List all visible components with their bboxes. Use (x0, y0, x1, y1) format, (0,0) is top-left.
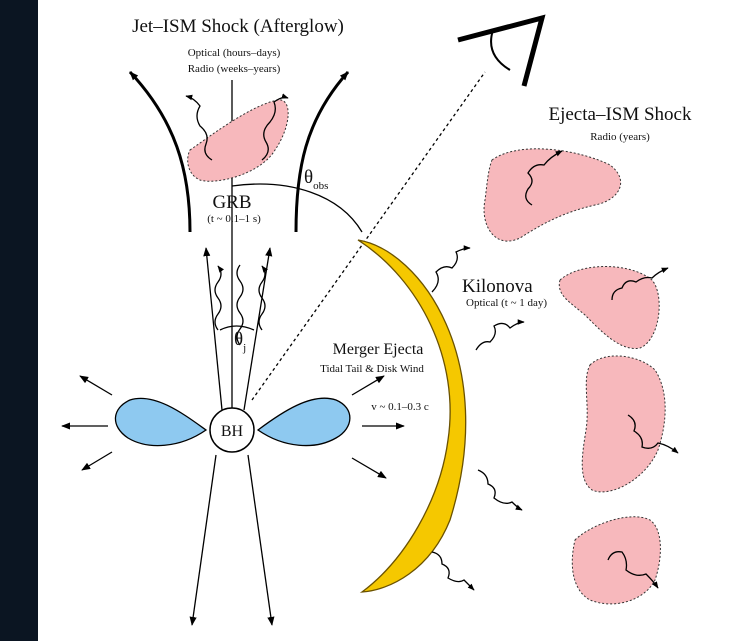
kilonova-label: Kilonova (462, 276, 533, 297)
grb-time-label: (t ~ 0.1–1 s) (207, 213, 261, 225)
merger-ejecta-label: Merger Ejecta (333, 341, 424, 358)
jet-radio-label: Radio (weeks–years) (188, 63, 281, 75)
jet-ism-shock-title: Jet–ISM Shock (Afterglow) (132, 16, 344, 37)
velocity-label: v ~ 0.1–0.3 c (371, 401, 429, 413)
grb-label: GRB (212, 192, 251, 213)
ejecta-ism-shock-title: Ejecta–ISM Shock (548, 104, 692, 125)
tidal-tail-label: Tidal Tail & Disk Wind (320, 363, 424, 375)
ejecta-radio-label: Radio (years) (590, 131, 650, 143)
bh-label: BH (221, 423, 244, 440)
kilonova-optical-label: Optical (t ~ 1 day) (466, 297, 547, 309)
jet-optical-label: Optical (hours–days) (188, 47, 281, 59)
